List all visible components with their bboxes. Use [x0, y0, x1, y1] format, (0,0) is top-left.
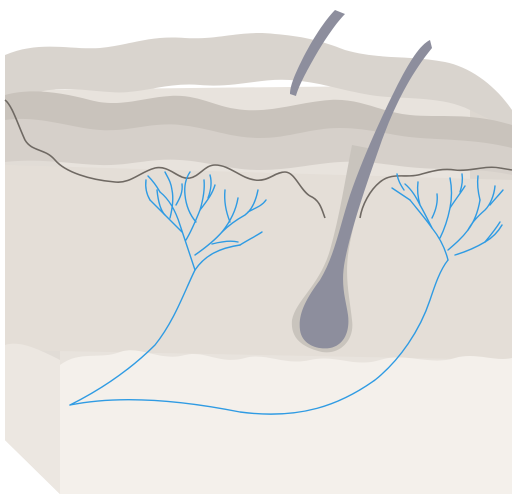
dermis-region: [5, 165, 512, 360]
subcutaneous-fat: [60, 350, 512, 494]
